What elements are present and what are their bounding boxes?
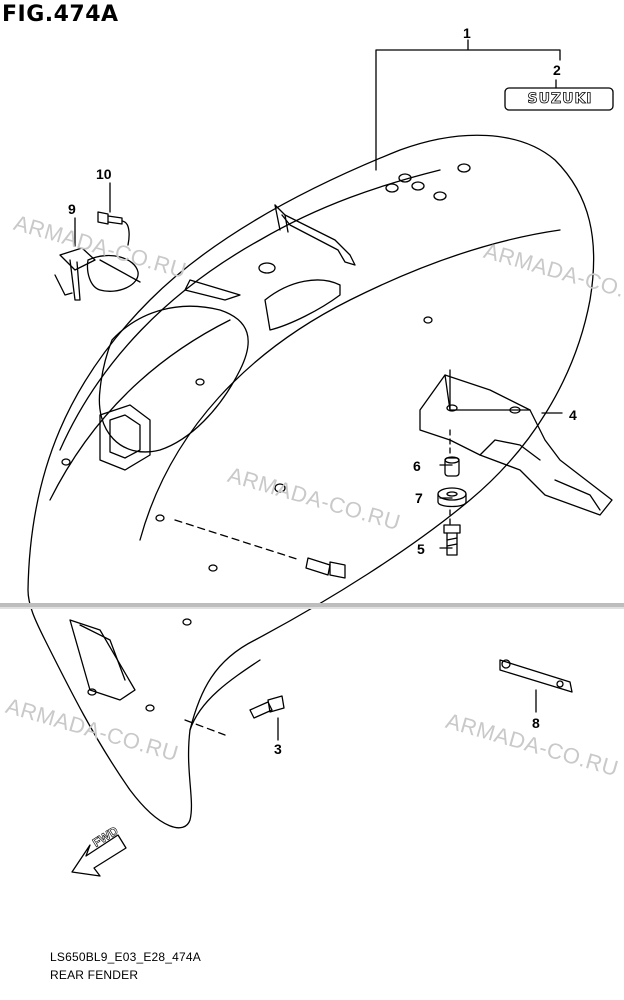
callout-9: 9 [68, 201, 76, 217]
strap-8 [499, 659, 573, 693]
callout-8: 8 [532, 715, 540, 731]
callout-1: 1 [463, 25, 471, 41]
bracket-4 [419, 374, 613, 516]
suzuki-emblem [504, 87, 614, 111]
callout-10: 10 [96, 166, 112, 182]
callout-6: 6 [413, 458, 421, 474]
bolt-10 [97, 211, 130, 246]
bolt-5 [443, 524, 461, 556]
rear-fender [27, 134, 595, 829]
figure-title: FIG.474A [2, 2, 119, 27]
callout-4: 4 [569, 407, 577, 423]
figure-name: REAR FENDER [50, 968, 139, 982]
scan-divider [0, 603, 624, 609]
callout-7: 7 [415, 490, 423, 506]
lock-9 [54, 247, 141, 301]
grommet-7 [437, 487, 467, 508]
forward-arrow-icon [71, 834, 127, 877]
callout-3: 3 [274, 741, 282, 757]
spacer-6 [444, 456, 460, 477]
figure-code: LS650BL9_E03_E28_474A [50, 950, 202, 964]
callout-5: 5 [417, 541, 425, 557]
bolt-3 [249, 695, 285, 719]
callout-2: 2 [553, 62, 561, 78]
leader-lines [74, 39, 563, 741]
bolt-center [305, 557, 346, 579]
suzuki-badge-text: SUZUKI [527, 91, 593, 108]
